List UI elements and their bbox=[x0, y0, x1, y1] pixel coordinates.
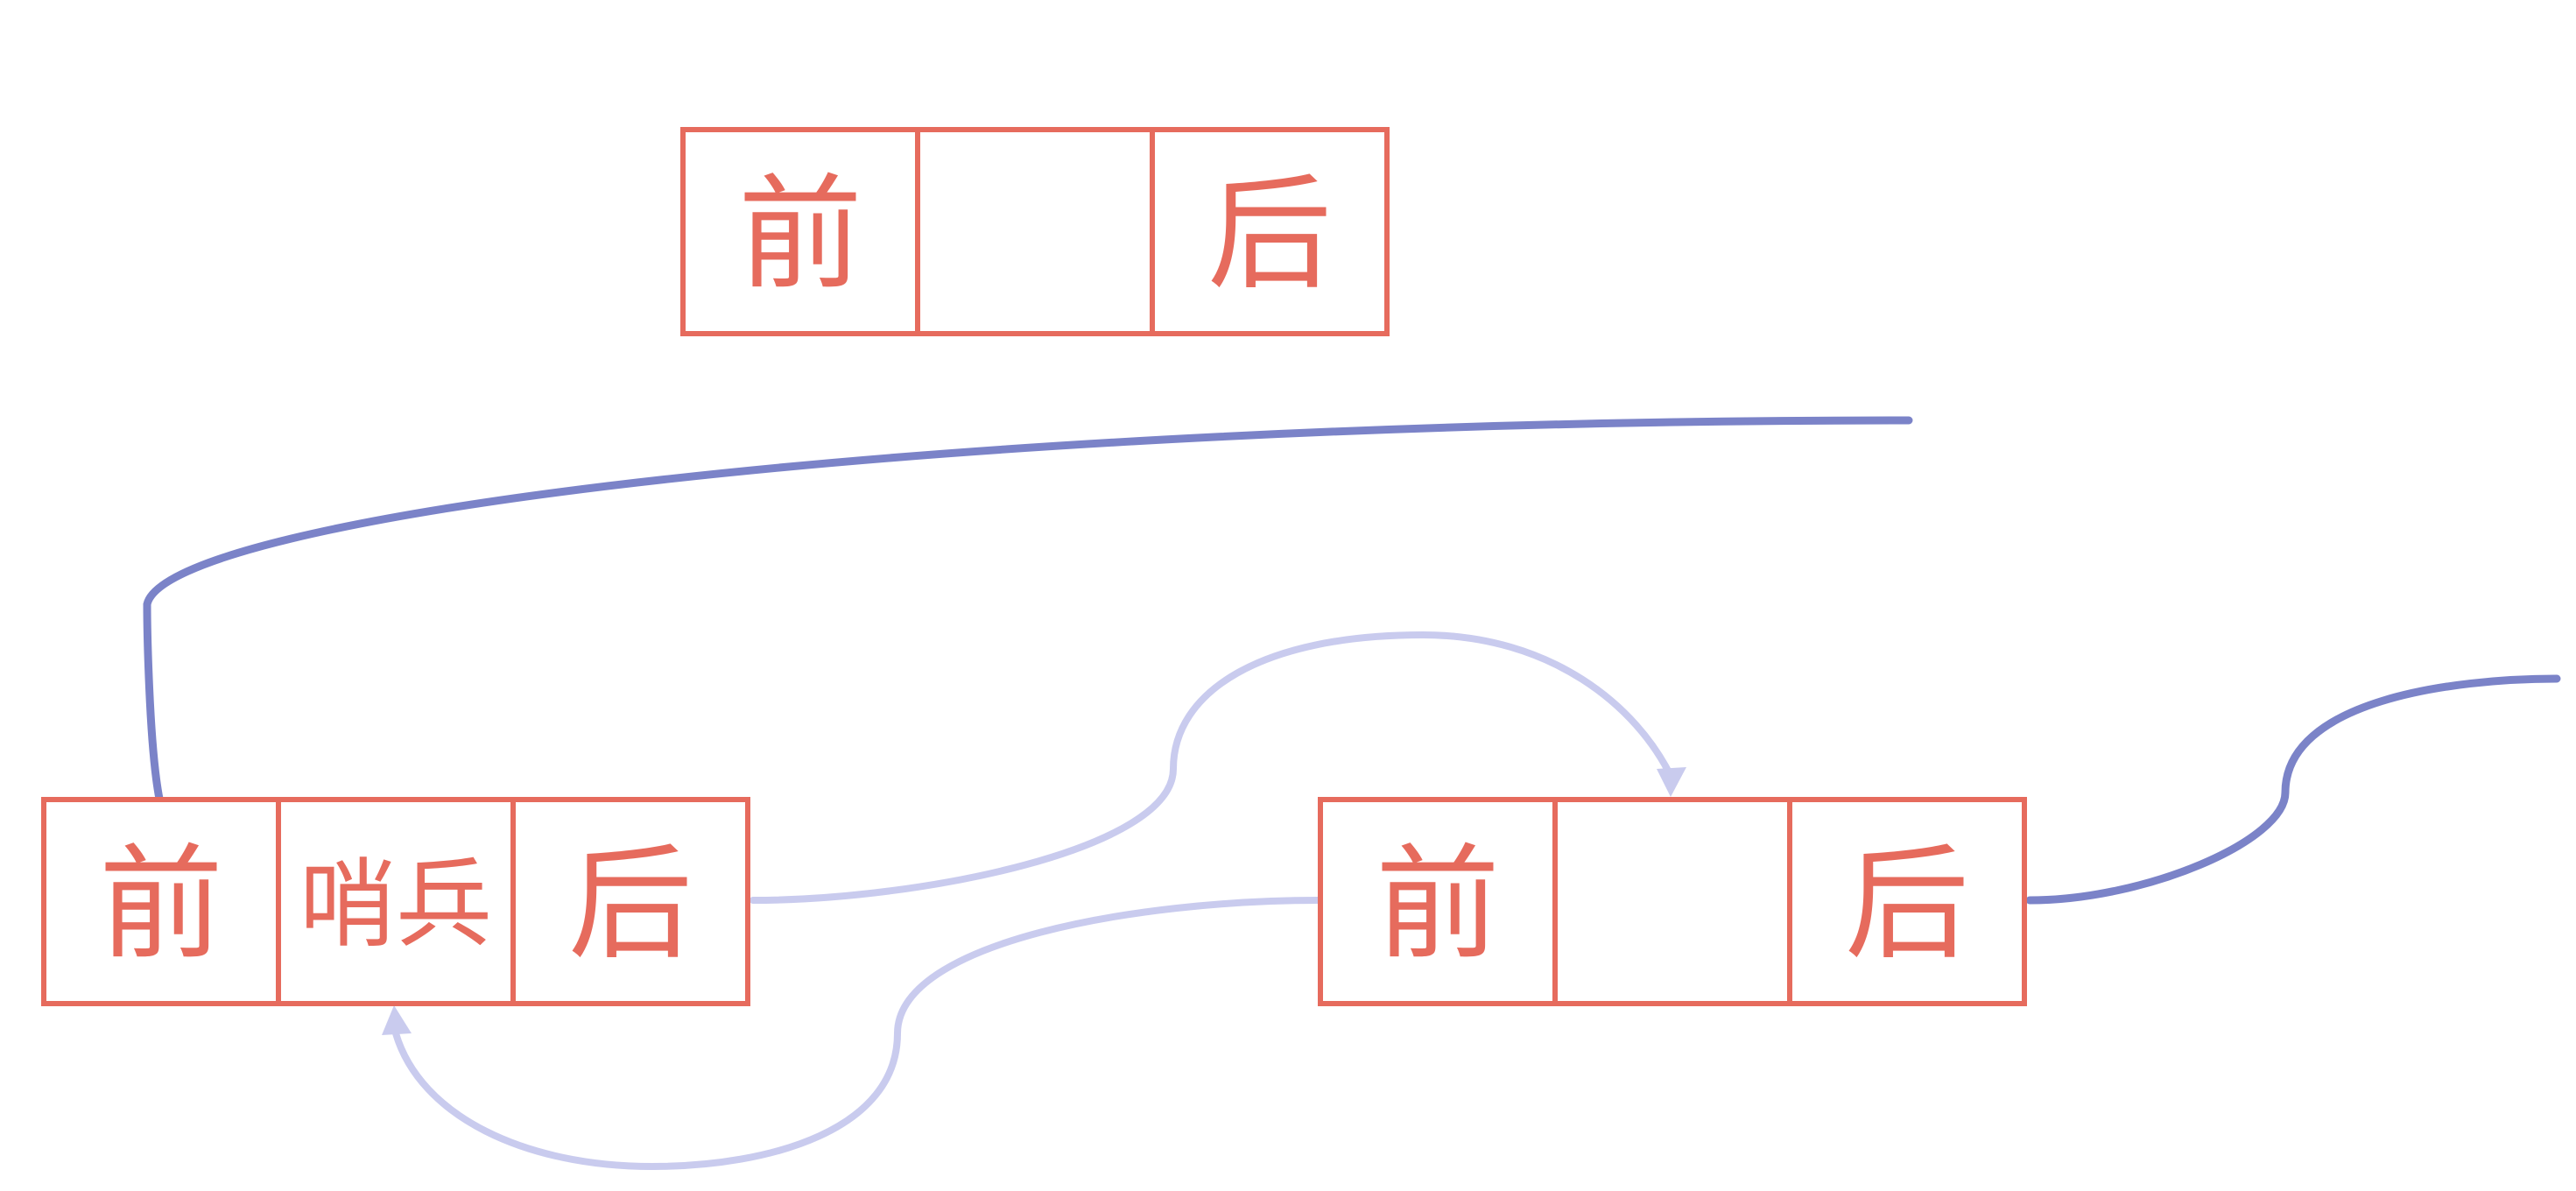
node-prev-cell bbox=[1318, 797, 1558, 1006]
template-next-label: 后 bbox=[1207, 163, 1332, 307]
node-data-cell bbox=[1552, 797, 1792, 1006]
sentinel-next-link bbox=[750, 631, 1676, 904]
sentinel-node: 前 哨兵 后 bbox=[41, 797, 750, 1006]
sentinel-data-label: 哨兵 bbox=[299, 849, 492, 961]
node-prev-link bbox=[392, 897, 1322, 1171]
sentinel-prev-label: 前 bbox=[99, 833, 223, 977]
template-prev-label: 前 bbox=[738, 163, 862, 307]
sentinel-next-label: 后 bbox=[568, 833, 693, 977]
sentinel-data-cell bbox=[276, 797, 516, 1006]
node-next-cell bbox=[1787, 797, 2027, 1006]
sentinel-prev-link bbox=[143, 416, 1913, 803]
sentinel-next-arrowhead bbox=[1657, 767, 1686, 797]
sentinel-next-cell bbox=[510, 797, 750, 1006]
list-node: 前 后 bbox=[1318, 797, 2027, 1006]
template-data-cell bbox=[915, 127, 1155, 336]
template-node: 前 后 bbox=[680, 127, 1390, 336]
node-next-link bbox=[2025, 674, 2561, 905]
node-next-label: 后 bbox=[1845, 833, 1969, 977]
template-next-cell bbox=[1150, 127, 1390, 336]
sentinel-prev-cell bbox=[41, 797, 281, 1006]
node-prev-arrowhead bbox=[382, 1005, 412, 1035]
node-prev-label: 前 bbox=[1376, 833, 1500, 977]
